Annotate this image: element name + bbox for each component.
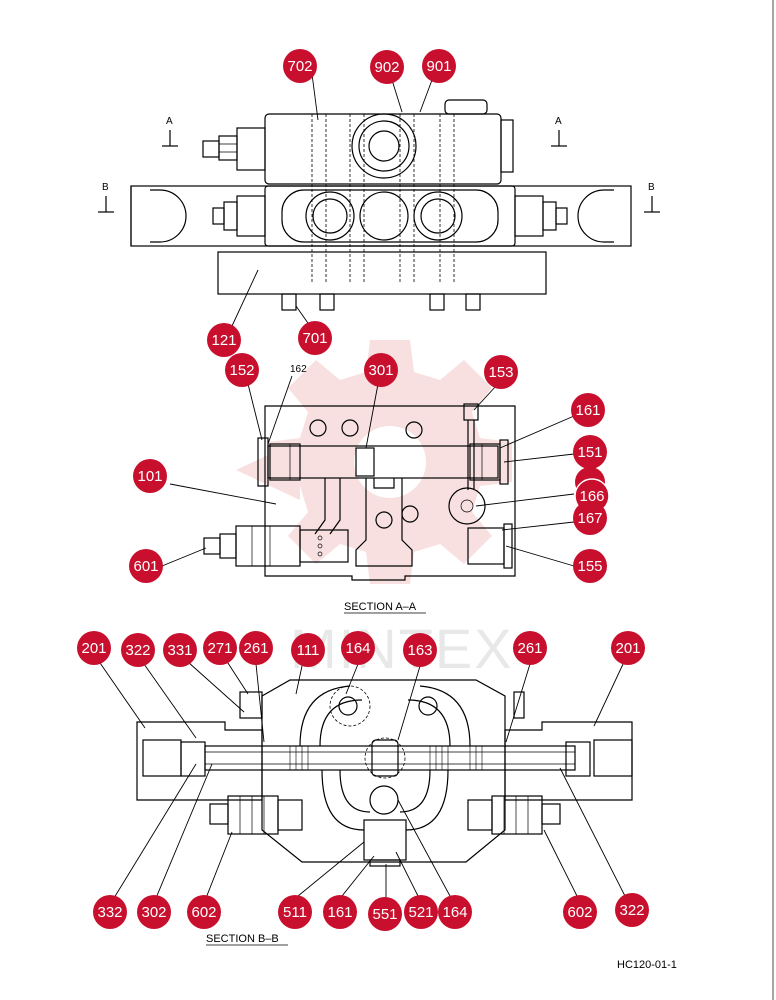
svg-text:164: 164 [345,640,370,657]
part-label-164-bottom: 164 [438,895,472,929]
svg-text:201: 201 [81,640,106,657]
svg-text:166: 166 [579,488,604,505]
part-label-322-left: 322 [121,633,155,667]
svg-text:164: 164 [442,904,467,921]
svg-text:A: A [555,116,562,127]
part-label-155: 155 [573,549,607,583]
part-label-261-left: 261 [239,631,273,665]
svg-text:551: 551 [372,906,397,923]
svg-text:521: 521 [408,904,433,921]
part-label-322-right: 322 [615,893,649,927]
svg-text:701: 701 [302,330,327,347]
svg-text:163: 163 [407,642,432,659]
part-label-152: 152 [225,353,259,387]
part-label-161-bottom: 161 [323,895,357,929]
watermark-text: MINTEX [290,617,514,680]
drawing-number: HC120-01-1 [617,959,677,971]
svg-text:B: B [648,182,655,193]
section-bb-view: SECTION B–B [136,679,633,946]
spool-hatching [289,746,483,770]
svg-text:153: 153 [488,364,513,381]
part-label-167: 167 [573,501,607,535]
part-label-153: 153 [484,355,518,389]
part-label-271: 271 [203,631,237,665]
svg-text:201: 201 [615,640,640,657]
part-label-332: 332 [93,895,127,929]
svg-text:261: 261 [517,640,542,657]
part-label-302: 302 [137,895,171,929]
svg-text:167: 167 [577,510,602,527]
svg-text:602: 602 [567,904,592,921]
svg-text:601: 601 [133,558,158,575]
part-label-301: 301 [364,353,398,387]
part-label-111: 111 [291,633,325,667]
part-label-161-top: 161 [571,393,605,427]
part-label-602-left: 602 [187,895,221,929]
section-mark-a-right: A [551,116,567,147]
plain-label-162: 162 [290,364,307,375]
part-label-701: 701 [298,321,332,355]
part-label-101: 101 [133,459,167,493]
part-label-901: 901 [422,49,456,83]
svg-text:155: 155 [577,558,602,575]
part-labels: 702 902 901 121 701 152 301 153 161 101 … [77,49,649,931]
svg-text:271: 271 [207,640,232,657]
part-label-201-left: 201 [77,631,111,665]
top-view: A A B B [98,99,660,311]
section-aa-caption: SECTION A–A [344,601,417,613]
part-label-521: 521 [404,895,438,929]
svg-text:331: 331 [167,642,192,659]
svg-text:901: 901 [426,58,451,75]
part-label-261-right: 261 [513,631,547,665]
section-mark-b-left: B [98,182,114,213]
part-label-902: 902 [370,50,404,84]
svg-text:332: 332 [97,904,122,921]
svg-text:301: 301 [368,362,393,379]
svg-text:121: 121 [211,332,236,349]
svg-text:602: 602 [191,904,216,921]
part-label-702: 702 [283,49,317,83]
part-label-551: 551 [368,897,402,931]
svg-text:161: 161 [327,904,352,921]
svg-text:261: 261 [243,640,268,657]
part-label-164-top: 164 [341,631,375,665]
svg-text:A: A [166,116,173,127]
section-bb-caption: SECTION B–B [206,933,279,945]
part-label-602-right: 602 [563,895,597,929]
part-label-331: 331 [163,633,197,667]
svg-text:151: 151 [577,444,602,461]
svg-text:322: 322 [125,642,150,659]
svg-text:322: 322 [619,902,644,919]
svg-text:302: 302 [141,904,166,921]
part-label-121: 121 [207,323,241,357]
section-mark-a-left: A [162,116,178,147]
svg-text:702: 702 [287,58,312,75]
svg-text:161: 161 [575,402,600,419]
part-label-163: 163 [403,633,437,667]
part-label-201-right: 201 [611,631,645,665]
svg-text:511: 511 [283,904,307,921]
svg-text:902: 902 [374,59,399,76]
svg-text:152: 152 [229,362,254,379]
part-label-601: 601 [129,549,163,583]
gear-logo-watermark [236,340,512,584]
section-mark-b-right: B [644,182,660,213]
part-label-151: 151 [573,435,607,469]
svg-text:111: 111 [297,642,320,659]
section-aa-view: SECTION A–A 162 [203,364,516,614]
watermark: MINTEX [236,340,514,680]
svg-text:B: B [102,182,109,193]
part-label-511: 511 [278,895,312,929]
svg-text:101: 101 [137,468,162,485]
